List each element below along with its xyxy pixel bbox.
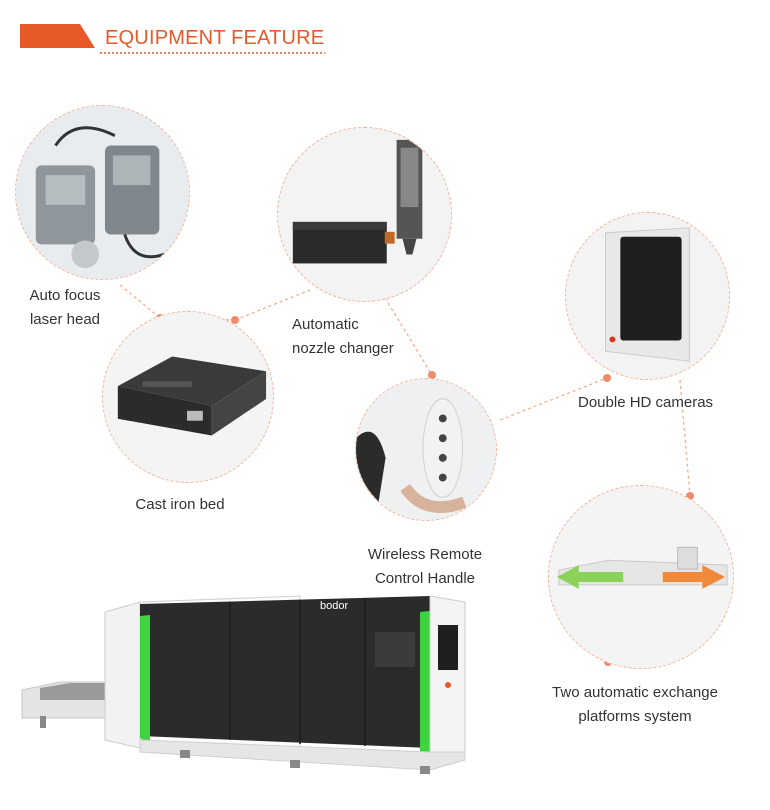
hd-cameras-photo (565, 212, 730, 380)
remote-handle-photo (355, 378, 497, 521)
label-remote-handle: Wireless Remote Control Handle (367, 546, 483, 587)
nozzle-changer-photo (277, 127, 452, 302)
label-auto-focus: Auto focus laser head (29, 287, 101, 328)
page-title: EQUIPMENT FEATURE (105, 27, 325, 49)
section-header (0, 20, 330, 60)
dot-3 (428, 371, 436, 379)
machine-brand-logo: bodor (320, 600, 349, 612)
label-exchange-platforms: Two automatic exchange platforms system (552, 684, 718, 725)
header-banner-shape (20, 24, 325, 54)
cast-iron-bed-photo (102, 311, 274, 483)
label-nozzle-changer: Automatic nozzle changer (292, 316, 394, 357)
laser-head-photo (15, 105, 190, 280)
exchange-platforms-photo (548, 485, 734, 669)
label-cast-iron-bed: Cast iron bed (135, 496, 225, 513)
label-hd-cameras: Double HD cameras (578, 394, 714, 411)
